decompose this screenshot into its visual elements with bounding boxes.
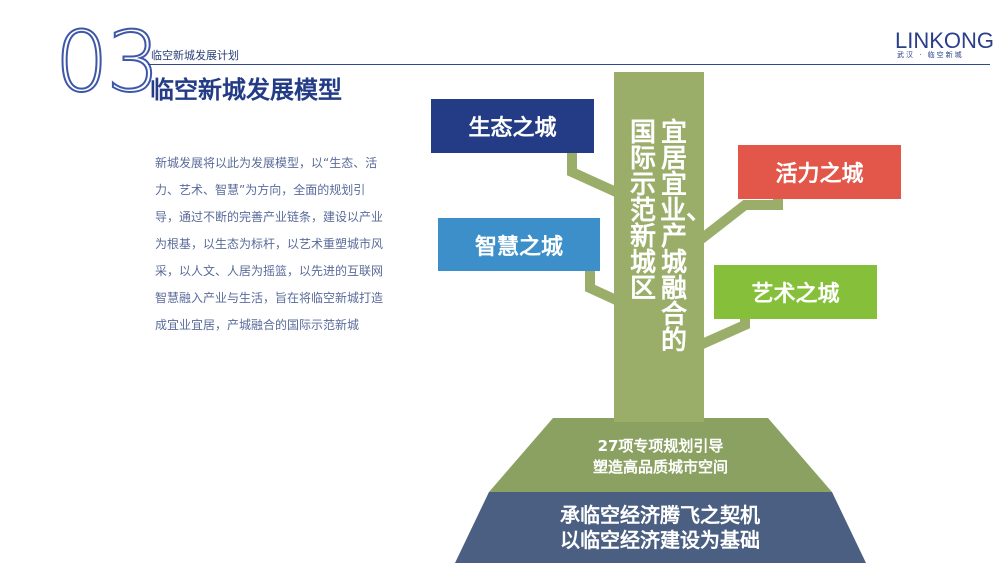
trunk-text-col2: 宜居宜业、产城融合的 (660, 118, 713, 356)
header-divider (148, 64, 990, 65)
branch-eco (567, 150, 619, 197)
box-art-city-label: 艺术之城 (751, 282, 840, 307)
box-eco-city: 生态之城 (431, 99, 594, 153)
box-vitality-city-label: 活力之城 (775, 162, 864, 187)
brand-logo-subtext: 武汉 · 临空新城 (897, 51, 964, 59)
box-vitality-city: 活力之城 (738, 145, 901, 199)
base-upper-shape (489, 418, 832, 492)
box-smart-city-label: 智慧之城 (474, 234, 563, 260)
box-eco-city-label: 生态之城 (468, 116, 557, 141)
box-smart-city: 智慧之城 (438, 218, 600, 271)
base-upper-line-1: 27项专项规划引导 (597, 437, 724, 455)
page-title: 临空新城发展模型 (150, 76, 342, 104)
base-lower-text: 承临空经济腾飞之契机 以临空经济建设为基础 (470, 503, 850, 553)
trunk-text-col1: 国际示范新城区 (629, 118, 656, 304)
base-upper-line-2: 塑造高品质城市空间 (592, 458, 728, 476)
base-upper-text: 27项专项规划引导 塑造高品质城市空间 (489, 436, 832, 478)
box-art-city: 艺术之城 (714, 265, 877, 319)
description-paragraph: 新城发展将以此为发展模型，以“生态、活力、艺术、智慧”为方向，全面的规划引导，通… (155, 156, 384, 332)
brand-logo: LINKONG (895, 28, 995, 53)
tree-trunk (614, 72, 704, 422)
branch-vitality (696, 196, 783, 244)
branch-smart (585, 270, 619, 305)
branch-art (697, 318, 750, 350)
section-number: 03 (54, 13, 161, 111)
base-lower-line-2: 以临空经济建设为基础 (560, 528, 760, 552)
section-subtitle: 临空新城发展计划 (151, 49, 239, 62)
base-lower-shape (455, 492, 866, 563)
base-lower-line-1: 承临空经济腾飞之契机 (560, 503, 760, 527)
